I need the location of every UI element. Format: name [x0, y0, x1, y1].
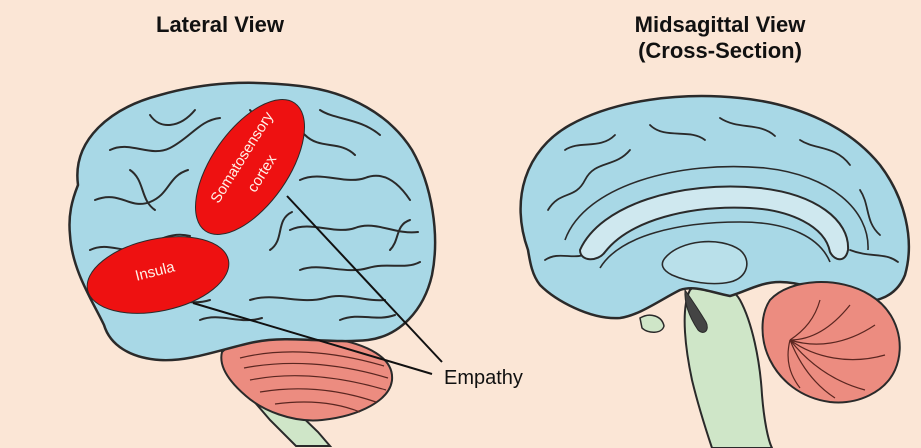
- lateral-cerebellum: [221, 334, 392, 420]
- midsagittal-brain: [521, 96, 909, 448]
- pituitary: [640, 315, 664, 332]
- lateral-brain: Somatosensory cortex Insula Empathy: [69, 81, 522, 446]
- empathy-label: Empathy: [444, 367, 523, 389]
